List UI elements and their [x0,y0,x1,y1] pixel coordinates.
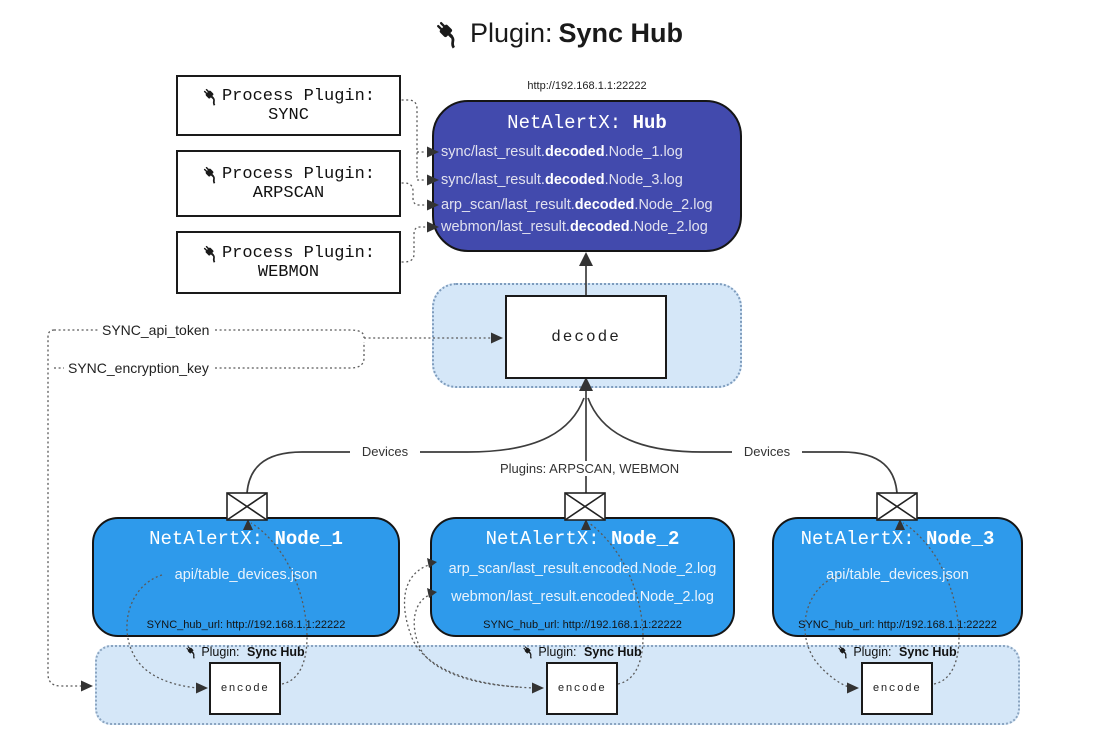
hub-file-line: sync/last_result.decoded.Node_3.log [441,172,683,188]
edge-tokens-to-encoders [47,329,81,687]
envelope-icon [564,492,606,521]
envelope-icon [226,492,268,521]
edge-arpscan-plugin [397,182,426,206]
plug-icon [523,646,533,659]
hub-box [432,100,742,252]
hub-file-line: sync/last_result.decoded.Node_1.log [441,144,683,160]
node3-title: NetAlertX: Node_3 [800,528,995,550]
encoder-label: Plugin: Sync Hub [175,645,315,659]
process-plugin-box-sync: Process Plugin: SYNC [176,75,401,136]
edge-webmon-plugin [397,226,426,263]
decode-box: decode [505,295,667,379]
node3-file-line: api/table_devices.json [826,567,969,583]
hub-file-line: arp_scan/last_result.decoded.Node_2.log [441,197,713,213]
node2-file-line: arp_scan/last_result.encoded.Node_2.log [448,561,717,577]
node1-file-line: api/table_devices.json [174,567,318,583]
hub-title-prefix: NetAlertX: [507,112,622,134]
plugin-label: Process Plugin: [221,86,376,106]
plug-icon [436,21,455,49]
title-bold: Sync Hub [558,18,684,48]
encode-box-1: encode [209,662,281,715]
plug-icon [203,88,216,106]
arrowhead-into-hub [579,252,593,266]
hub-title-name: Hub [632,112,667,134]
node3-hub-url: SYNC_hub_url: http://192.168.1.1:22222 [798,619,997,631]
hub-file-line: webmon/last_result.decoded.Node_2.log [441,219,708,235]
plugin-name: SYNC [268,105,309,125]
plug-icon [186,646,196,659]
edge-label-devices-right: Devices [732,444,802,459]
plug-icon [838,646,848,659]
node2-title: NetAlertX: Node_2 [485,528,680,550]
plugin-name: ARPSCAN [252,183,325,203]
page-title: Plugin: Sync Hub [0,18,1117,49]
node1-title: NetAlertX: Node_1 [149,528,343,550]
encode-box-3: encode [861,662,933,715]
plugin-name: WEBMON [257,262,320,282]
envelope-icon [876,492,918,521]
node2-hub-url: SYNC_hub_url: http://192.168.1.1:22222 [483,619,682,631]
node1-hub-url: SYNC_hub_url: http://192.168.1.1:22222 [146,619,346,631]
encoder-label: Plugin: Sync Hub [827,645,967,659]
hub-url: http://192.168.1.1:22222 [527,80,647,92]
title-label: Plugin: [469,18,553,48]
sync-encryption-key-label: SYNC_encryption_key [64,360,213,376]
node2-file-line: webmon/last_result.encoded.Node_2.log [451,589,714,605]
process-plugin-box-arpscan: Process Plugin: ARPSCAN [176,150,401,217]
plug-icon [203,166,216,184]
edge-label-plugins: Plugins: ARPSCAN, WEBMON [497,461,681,476]
edge-sync-plugin [397,99,426,181]
process-plugin-box-webmon: Process Plugin: WEBMON [176,231,401,294]
sync-api-token-label: SYNC_api_token [98,322,214,338]
plugin-label: Process Plugin: [221,243,376,263]
encode-box-2: encode [546,662,618,715]
edge-label-devices-left: Devices [350,444,420,459]
hub-title: NetAlertX: Hub [432,112,742,134]
plug-icon [203,245,216,263]
plugin-label: Process Plugin: [221,164,376,184]
arrowhead-into-encoders [81,680,93,692]
encoder-label: Plugin: Sync Hub [512,645,652,659]
